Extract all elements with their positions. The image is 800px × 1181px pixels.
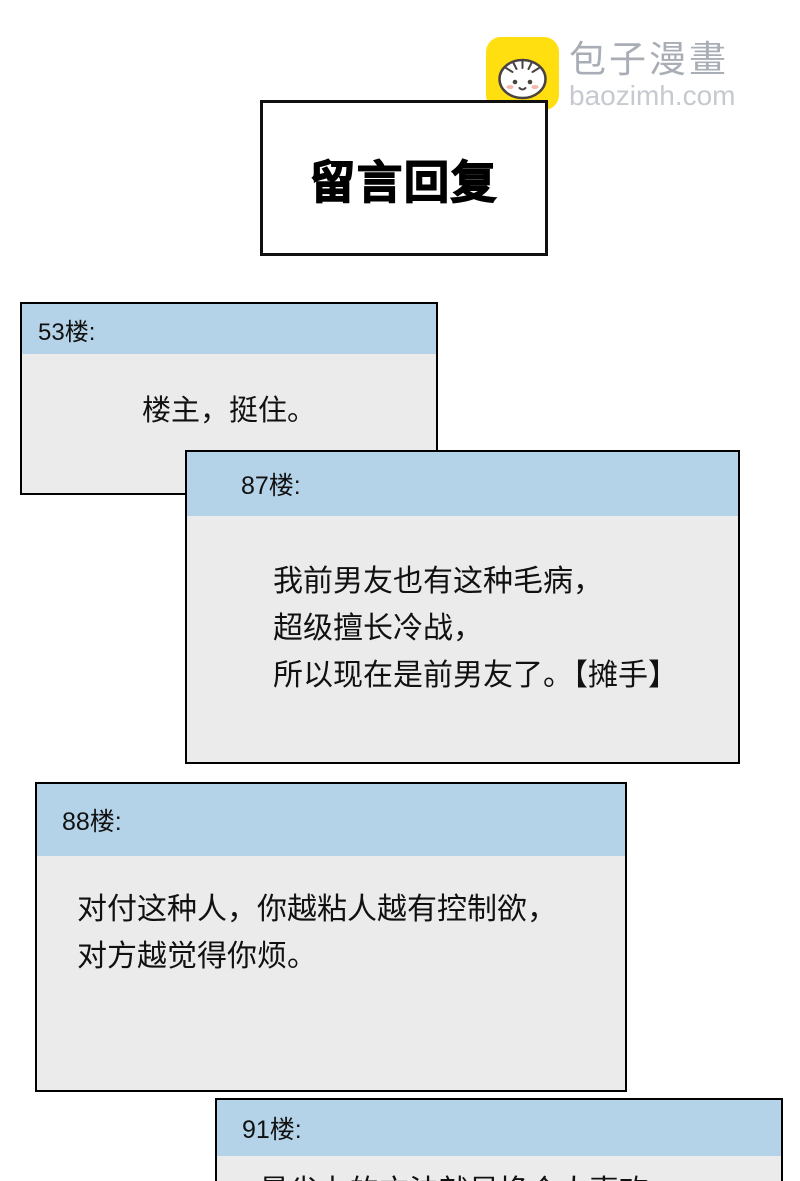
baozi-bun-icon — [486, 37, 559, 110]
comment-91: 91楼: 最省力的方法就是换个人喜欢 — [215, 1098, 783, 1181]
page-title: 留言回复 — [309, 156, 498, 209]
comment-body: 我前男友也有这种毛病， 超级擅长冷战， 所以现在是前男友了。【摊手】 — [187, 516, 738, 699]
brand-text: 包子漫畫 baozimh.com — [569, 37, 736, 113]
comment-floor-label: 88楼: — [37, 784, 625, 856]
comment-text-line: 我前男友也有这种毛病， — [273, 565, 603, 598]
comment-floor-label: 53楼: — [22, 304, 436, 354]
brand-url: baozimh.com — [569, 80, 736, 112]
title-box: 留言回复 — [260, 100, 548, 256]
comment-body: 对付这种人，你越粘人越有控制欲， 对方越觉得你烦。 — [37, 856, 625, 980]
comment-body: 最省力的方法就是换个人喜欢 — [217, 1156, 781, 1181]
comment-88: 88楼: 对付这种人，你越粘人越有控制欲， 对方越觉得你烦。 — [35, 782, 627, 1092]
comment-text-line: 对付这种人，你越粘人越有控制欲， — [77, 893, 557, 926]
comment-floor-label: 87楼: — [187, 452, 738, 516]
comment-87: 87楼: 我前男友也有这种毛病， 超级擅长冷战， 所以现在是前男友了。【摊手】 — [185, 450, 740, 764]
comment-body: 楼主，挺住。 — [22, 354, 436, 435]
comment-text-line: 所以现在是前男友了。【摊手】 — [273, 659, 678, 692]
watermark: 包子漫畫 baozimh.com — [486, 37, 736, 113]
comment-text-line: 楼主，挺住。 — [141, 395, 316, 427]
comment-text-line: 对方越觉得你烦。 — [77, 940, 317, 973]
comment-text-line: 超级擅长冷战， — [273, 612, 483, 645]
comment-text-line: 最省力的方法就是换个人喜欢 — [259, 1168, 763, 1181]
comment-floor-label: 91楼: — [217, 1100, 781, 1156]
brand-name: 包子漫畫 — [569, 39, 729, 80]
